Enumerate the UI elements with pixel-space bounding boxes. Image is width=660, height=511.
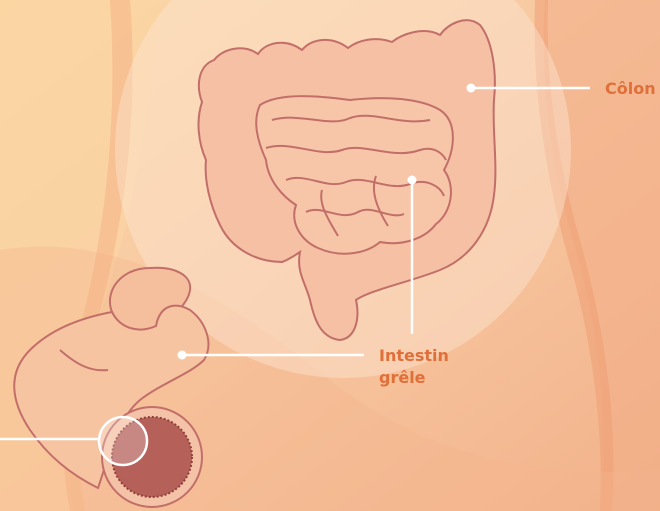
small-intestine-label-line1: Intestin [379,345,449,367]
colon-label: Côlon [605,78,656,100]
colon-pointer-dot [467,84,476,93]
intestin-pointer-dot-top [408,176,417,185]
small-intestine-label-line2: grêle [379,367,449,389]
intestin-pointer-dot-left [178,351,187,360]
detail-highlight-circle [99,417,147,465]
small-intestine-label: Intestin grêle [379,345,449,389]
